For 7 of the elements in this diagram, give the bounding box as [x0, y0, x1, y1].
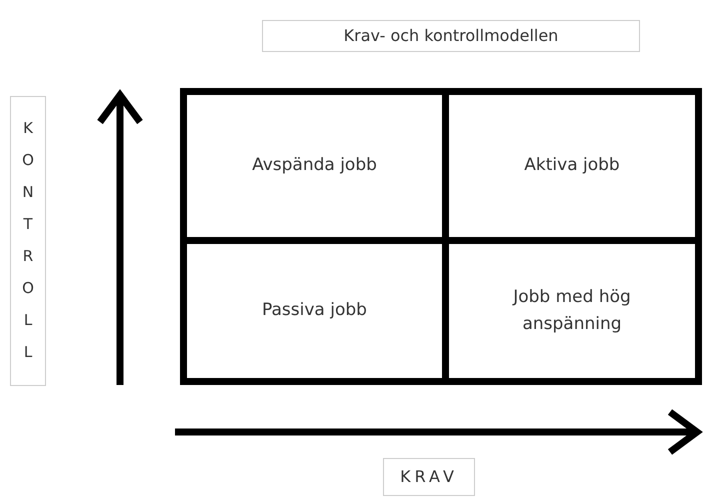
- quadrant-label: Passiva jobb: [187, 244, 442, 378]
- axis-label: KRAV: [383, 458, 475, 496]
- quadrant-label: Aktiva jobb: [449, 95, 695, 237]
- diagram-title: Krav- och kontrollmodellen: [262, 20, 640, 52]
- axis-label: KONTROLL: [10, 96, 46, 386]
- quadrant-label: Avspända jobb: [187, 95, 442, 237]
- quadrant-label: Jobb med hög anspänning: [449, 244, 695, 378]
